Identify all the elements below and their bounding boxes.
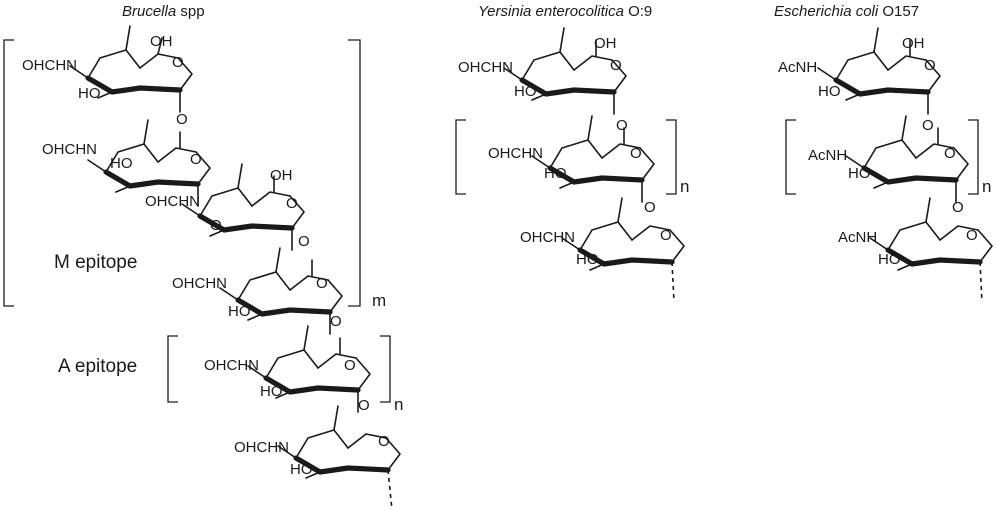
ring-oxygen-label: O [660, 227, 672, 244]
hydroxyl-label: HO [290, 461, 313, 478]
hydroxyl-label: HO [110, 155, 133, 172]
hydroxyl-label: HO [818, 83, 841, 100]
hydroxyl-label: HO [228, 303, 251, 320]
brucella-unit-6 [277, 405, 401, 510]
hydroxyl-label: HO [878, 251, 901, 268]
title-brucella: Brucella spp [122, 3, 205, 20]
title-yersinia: Yersinia enterocolitica O:9 [478, 3, 652, 20]
hydroxyl-label: HO [260, 383, 283, 400]
m-bracket-left [3, 39, 14, 307]
n-bracket-right [380, 335, 391, 403]
formamido-label: OHCHN [42, 141, 97, 158]
formamido-label: OHCHN [488, 145, 543, 162]
n-subscript: n [394, 395, 403, 414]
n-bracket-left [167, 335, 178, 403]
glycosidic-oxygen-label: O [330, 313, 342, 330]
glycosidic-oxygen-label: O [644, 199, 656, 216]
acetamido-label: AcNH [778, 59, 817, 76]
brucella-unit-3 [181, 164, 304, 250]
title-ecoli: Escherichia coli O157 [774, 3, 919, 20]
m-subscript: m [372, 291, 386, 310]
brucella-unit-2 [87, 120, 210, 206]
ring-oxygen-label: O [610, 57, 622, 74]
ecoli-unit-2 [845, 116, 968, 202]
n-bracket-left [455, 119, 466, 195]
brucella-unit-4 [219, 248, 342, 334]
yersinia-unit-1 [503, 28, 626, 114]
brucella-chain: OHCHN HO OH O O OHCHN HO O OHCHN O OH O … [3, 26, 403, 510]
m-epitope-label: M epitope [54, 252, 137, 273]
ecoli-unit-3 [869, 197, 993, 303]
ring-oxygen-label: O [630, 145, 642, 162]
hydroxyl-label: OH [594, 35, 617, 52]
ring-oxygen-label: O [190, 151, 202, 168]
ring-oxygen-label: O [378, 433, 390, 450]
ring-oxygen-label: O [344, 357, 356, 374]
hydroxyl-label: HO [78, 85, 101, 102]
glycosidic-oxygen-label: O [952, 199, 964, 216]
n-subscript: n [680, 177, 689, 196]
yersinia-unit-3 [561, 197, 685, 303]
glycosidic-oxygen-label: O [616, 117, 628, 134]
hydroxyl-label: HO [576, 251, 599, 268]
glycosidic-oxygen-label: O [922, 117, 934, 134]
ecoli-chain: AcNH HO OH O O AcNH HO O O AcNH HO O n [778, 28, 993, 303]
n-bracket-right [666, 119, 677, 195]
glycosidic-oxygen-label: O [298, 233, 310, 250]
glycosidic-oxygen-label: O [210, 217, 222, 234]
n-bracket-left [785, 119, 796, 195]
ring-oxygen-label: O [966, 227, 978, 244]
ring-oxygen-label: O [944, 145, 956, 162]
ring-oxygen-label: O [286, 195, 298, 212]
glycosidic-oxygen-label: O [358, 397, 370, 414]
formamido-label: OHCHN [172, 275, 227, 292]
formamido-label: OHCHN [234, 439, 289, 456]
formamido-label: OHCHN [22, 57, 77, 74]
hydroxyl-label: HO [848, 165, 871, 182]
ring-oxygen-label: O [172, 54, 184, 71]
n-subscript: n [982, 177, 991, 196]
ring-oxygen-label: O [924, 57, 936, 74]
yersinia-unit-2 [531, 116, 654, 202]
a-epitope-label: A epitope [58, 356, 137, 377]
ring-oxygen-label: O [316, 275, 328, 292]
hydroxyl-label: HO [544, 165, 567, 182]
hydroxyl-label: OH [270, 167, 293, 184]
hydroxyl-label: OH [902, 35, 925, 52]
brucella-unit-1 [69, 26, 192, 112]
formamido-label: OHCHN [145, 193, 200, 210]
n-bracket-right [968, 119, 979, 195]
ecoli-unit-1 [817, 28, 940, 114]
acetamido-label: AcNH [808, 147, 847, 164]
brucella-unit-5 [247, 326, 370, 412]
m-bracket-right [348, 39, 361, 307]
yersinia-chain: OHCHN HO OH O O OHCHN HO O O OHCHN HO O … [455, 28, 689, 303]
glycosidic-oxygen-label: O [176, 111, 188, 128]
hydroxyl-label: OH [150, 33, 173, 50]
formamido-label: OHCHN [520, 229, 575, 246]
hydroxyl-label: HO [514, 83, 537, 100]
formamido-label: OHCHN [458, 59, 513, 76]
formamido-label: OHCHN [204, 357, 259, 374]
acetamido-label: AcNH [838, 229, 877, 246]
